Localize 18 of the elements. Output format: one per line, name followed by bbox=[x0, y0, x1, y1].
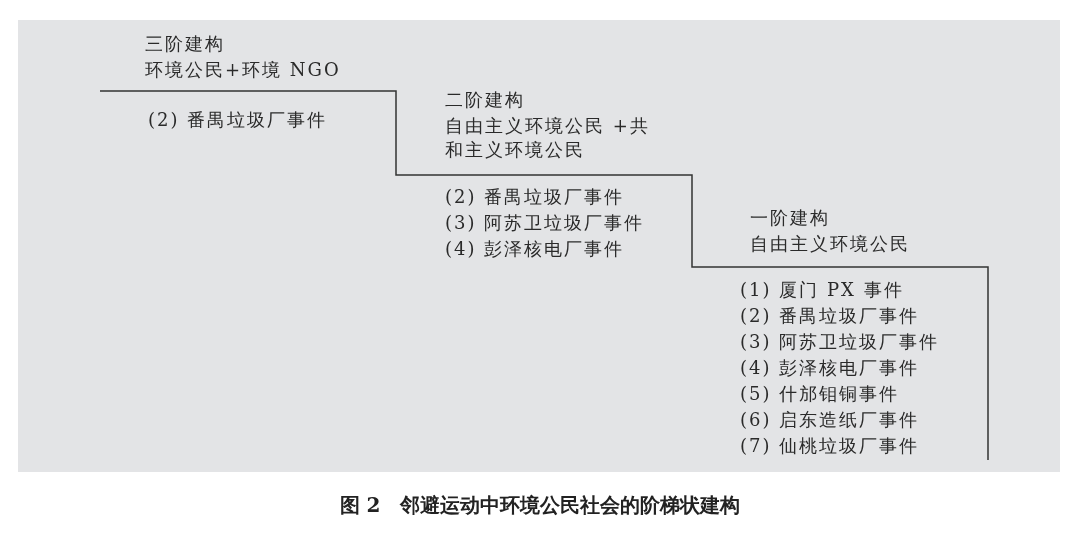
event-item: (2) 番禺垃圾厂事件 bbox=[148, 108, 328, 132]
event-item: (2) 番禺垃圾厂事件 bbox=[740, 304, 920, 328]
event-item: (4) 彭泽核电厂事件 bbox=[740, 356, 920, 380]
event-item: (3) 阿苏卫垃圾厂事件 bbox=[445, 211, 645, 235]
event-item: (2) 番禺垃圾厂事件 bbox=[445, 185, 625, 209]
stage-description: 自由主义环境公民 +共和主义环境公民 bbox=[445, 114, 651, 162]
stage-description: 自由主义环境公民 bbox=[750, 232, 910, 256]
event-item: (3) 阿苏卫垃圾厂事件 bbox=[740, 330, 940, 354]
figure-caption: 图 2 邻避运动中环境公民社会的阶梯状建构 bbox=[339, 493, 741, 517]
stage-heading: 三阶建构 bbox=[145, 32, 225, 56]
stage-heading: 二阶建构 bbox=[445, 88, 525, 112]
event-item: (1) 厦门 PX 事件 bbox=[740, 278, 904, 302]
event-item: (6) 启东造纸厂事件 bbox=[740, 408, 920, 432]
event-item: (5) 什邡钼铜事件 bbox=[740, 382, 900, 406]
event-item: (7) 仙桃垃圾厂事件 bbox=[740, 434, 920, 458]
stage-description: 环境公民+环境 NGO bbox=[145, 58, 341, 82]
stage-heading: 一阶建构 bbox=[750, 206, 830, 230]
event-item: (4) 彭泽核电厂事件 bbox=[445, 237, 625, 261]
